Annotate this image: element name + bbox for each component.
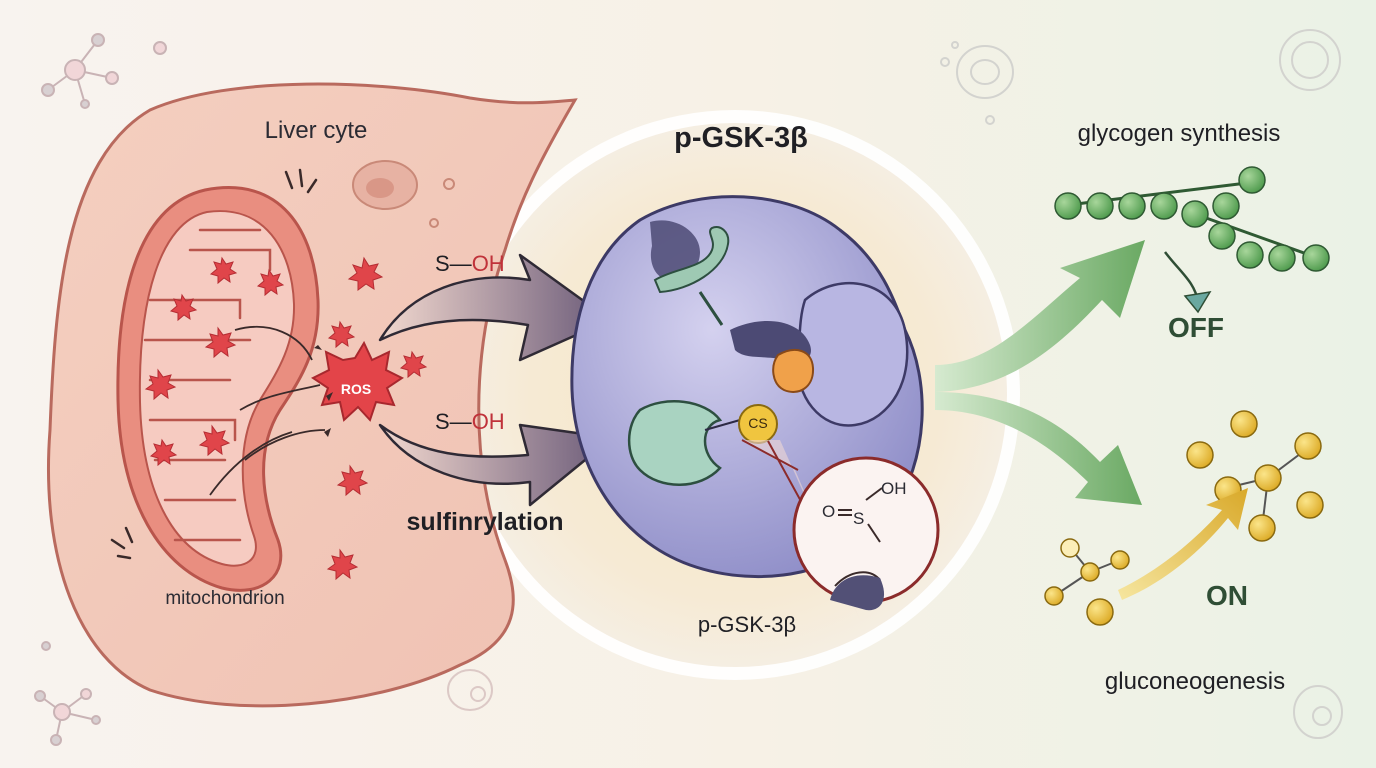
inset-hydroxyl-label: OH	[881, 479, 907, 498]
ros-burst	[311, 340, 404, 422]
decor-cell-top-right	[940, 29, 1341, 125]
ros-label: ROS	[340, 381, 372, 397]
glycogen-synthesis-label: glycogen synthesis	[1077, 120, 1281, 147]
gluconeogenesis-label: gluconeogenesis	[1104, 668, 1286, 695]
glucose-cluster	[1186, 410, 1324, 542]
sulfenic-group-top: S—OH	[435, 251, 505, 277]
arrow-top	[378, 253, 612, 362]
mitochondrion-label: mitochondrion	[165, 588, 285, 609]
group-bottom-text: S—OH	[435, 409, 505, 434]
cysteine-label: CS	[748, 415, 768, 431]
arrow-bottom	[378, 423, 614, 507]
gsk3b-protein	[570, 195, 924, 579]
decor-molecule-top-left	[41, 33, 167, 109]
group-top-text: S—OH	[435, 251, 505, 276]
sulfinic-acid-inset	[740, 439, 940, 620]
sulfenic-group-bottom: S—OH	[435, 409, 505, 435]
glycogen-chain	[1054, 166, 1330, 272]
on-arrow	[1118, 488, 1248, 600]
arrow-to-gluconeogenesis	[935, 392, 1142, 505]
protein-subtitle: p-GSK-3β	[697, 612, 797, 637]
decor-cell-bottom	[447, 669, 1343, 739]
gluconeogenesis-state-on: ON	[1206, 580, 1248, 611]
protein-title: p-GSK-3β	[674, 122, 808, 154]
inset-oxygen-label: O	[822, 502, 835, 521]
ros-particles	[144, 256, 428, 581]
glycogen-state-off: OFF	[1168, 312, 1224, 343]
precursor-molecules	[1044, 538, 1130, 626]
decor-molecule-bottom-left	[34, 641, 101, 746]
arrow-to-glycogen	[935, 240, 1145, 392]
liver-cell-label: Liver cyte	[264, 117, 368, 144]
spark-marks	[110, 168, 318, 560]
nucleolus	[366, 178, 394, 198]
sulfinylation-label: sulfinrylation	[406, 508, 564, 536]
inset-sulfur-label: S	[853, 509, 864, 528]
